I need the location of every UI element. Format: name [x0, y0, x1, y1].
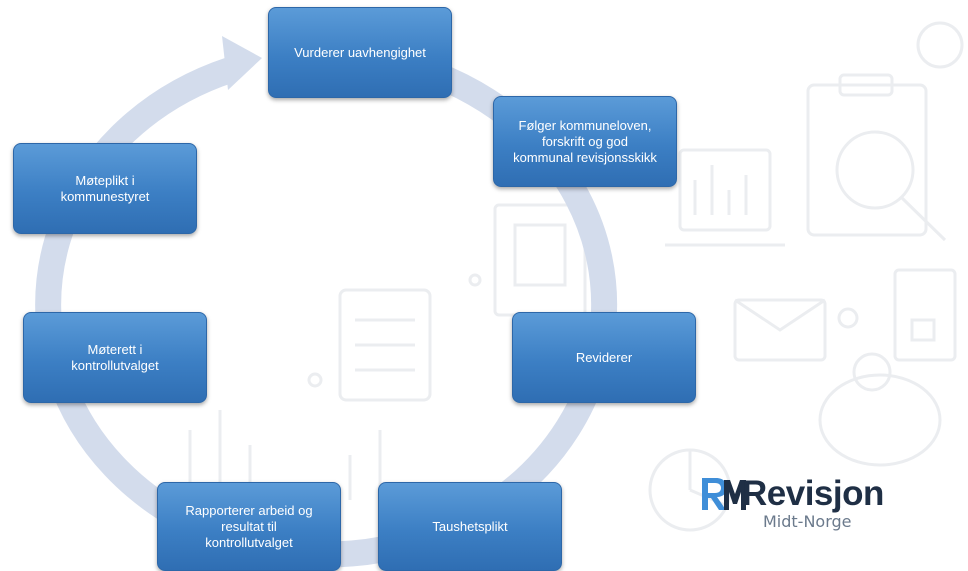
- logo-wordmark: Revisjon: [742, 474, 884, 513]
- logo-subtitle: Midt-Norge: [763, 512, 852, 531]
- step-folger-kommuneloven: Følger kommuneloven, forskrift og god ko…: [493, 96, 677, 187]
- circle-icon: [916, 21, 964, 69]
- cycle-arrowhead: [222, 36, 262, 90]
- step-reviderer: Reviderer: [512, 312, 696, 403]
- rm-logo-mark: [702, 478, 746, 510]
- revisjon-logo: Revisjon Midt-Norge: [700, 470, 940, 540]
- step-vurderer-uavhengighet: Vurderer uavhengighet: [268, 7, 452, 98]
- step-moteplikt: Møteplikt i kommunestyret: [13, 143, 197, 234]
- step-taushetsplikt: Taushetsplikt: [378, 482, 562, 571]
- step-rapporterer: Rapporterer arbeid og resultat til kontr…: [157, 482, 341, 571]
- step-moterett: Møterett i kontrollutvalget: [23, 312, 207, 403]
